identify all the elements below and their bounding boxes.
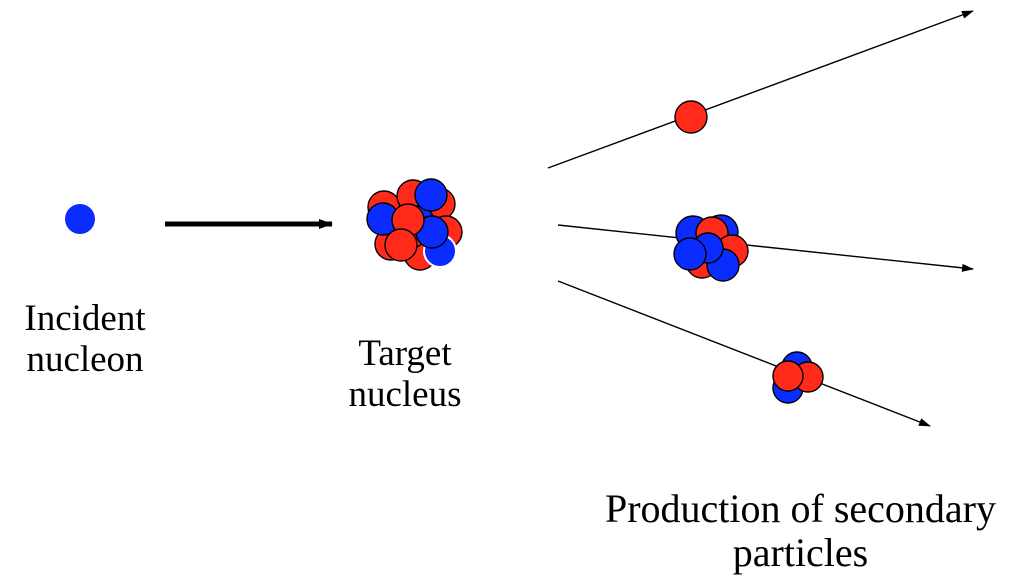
incident-nucleon-label: Incident nucleon	[5, 298, 165, 381]
incident-nucleon-icon	[65, 204, 95, 234]
secondary-small-fragment-icon	[772, 351, 824, 404]
production-label-line-1: Production of secondary	[604, 486, 996, 531]
incident-label-line-1: Incident	[24, 298, 146, 339]
target-label-line-1: Target	[358, 333, 452, 374]
upper-trajectory-arrow-icon	[547, 10, 974, 169]
production-label-line-2: particles	[732, 530, 869, 575]
secondary-proton-icon	[674, 100, 708, 134]
target-nucleus-icon	[366, 178, 463, 271]
secondary-production-label: Production of secondary particles	[573, 487, 1028, 575]
target-label-line-2: nucleus	[348, 374, 462, 416]
secondary-large-fragment-icon	[673, 214, 749, 282]
incident-label-line-2: nucleon	[26, 339, 144, 381]
middle-trajectory-arrow-icon	[557, 224, 974, 272]
lower-trajectory-arrow-icon	[557, 280, 931, 427]
target-nucleus-label: Target nucleus	[330, 333, 480, 416]
